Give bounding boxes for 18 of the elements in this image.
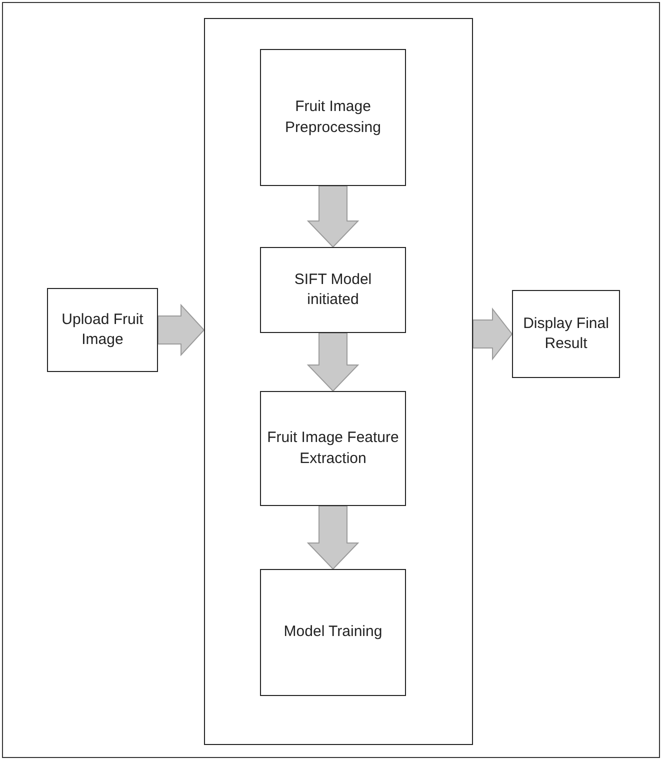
process-box [260, 391, 406, 506]
block-arrow [472, 308, 513, 360]
container-box [204, 18, 473, 745]
box-label: SIFT Model initiated [293, 270, 373, 310]
process-box [260, 247, 406, 333]
process-box [47, 288, 158, 372]
block-arrow [158, 304, 205, 356]
process-box [260, 49, 406, 186]
process-box [512, 290, 620, 378]
process-box [260, 569, 406, 696]
box-label: Model Training [284, 622, 382, 642]
box-label: Fruit Image Feature Extraction [267, 428, 399, 468]
box-label: Upload Fruit Image [60, 310, 144, 350]
block-arrow [306, 506, 360, 570]
box-label: Fruit Image Preprocessing [284, 97, 382, 138]
block-arrow [306, 186, 360, 248]
box-label: Display Final Result [522, 314, 610, 354]
block-arrow [306, 332, 360, 392]
